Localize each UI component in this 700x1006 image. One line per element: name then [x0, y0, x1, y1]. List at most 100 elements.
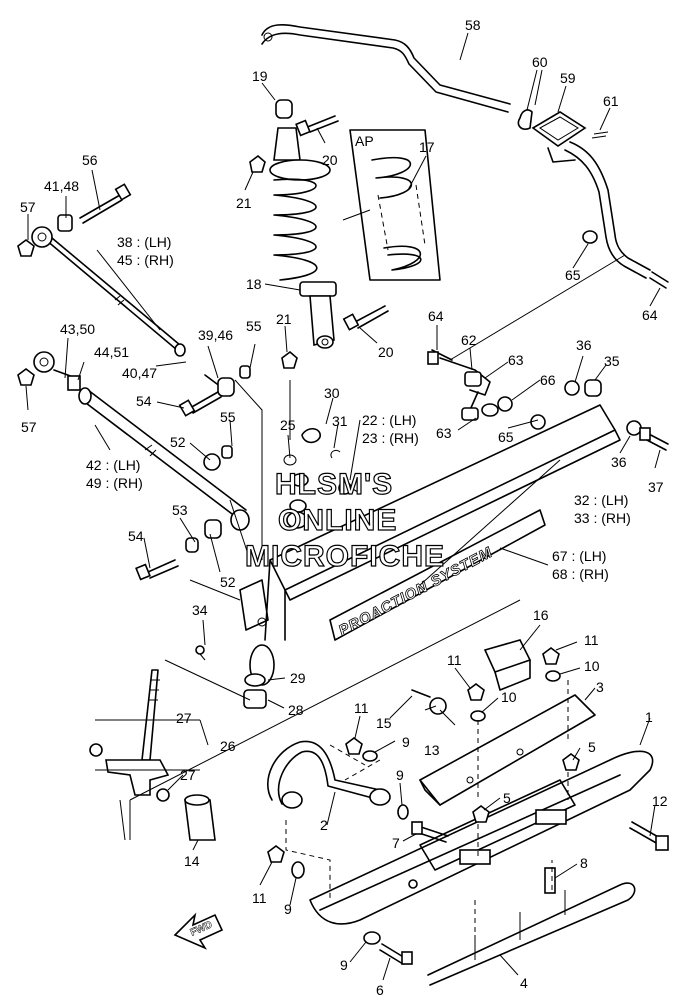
- label-35: 35: [604, 353, 620, 369]
- label-10a: 10: [584, 658, 600, 674]
- watermark-line-2: ONLINE: [278, 504, 397, 537]
- label-67: 67 : (LH): [552, 548, 606, 564]
- part-labels: 58 60 59 61 19 20 21 AP 17 18 21 20 64 6…: [20, 17, 668, 998]
- label-40-47: 40,47: [122, 365, 157, 381]
- label-17: 17: [419, 139, 435, 155]
- label-34: 34: [192, 602, 208, 618]
- lower-radius-rod: [17, 351, 251, 581]
- ski-handle: [267, 740, 391, 809]
- label-65a: 65: [565, 267, 581, 283]
- label-52b: 52: [220, 574, 236, 590]
- label-9c: 9: [284, 901, 292, 917]
- label-57b: 57: [21, 419, 37, 435]
- label-55a: 55: [246, 318, 262, 334]
- label-53: 53: [172, 502, 188, 518]
- label-37: 37: [648, 479, 664, 495]
- label-21b: 21: [276, 311, 292, 327]
- label-21a: 21: [236, 195, 252, 211]
- leader-lines: [25, 32, 661, 981]
- label-58: 58: [465, 17, 481, 33]
- reference-lines: [95, 254, 626, 900]
- label-25: 25: [280, 417, 296, 433]
- label-16: 16: [533, 607, 549, 623]
- label-20a: 20: [322, 152, 338, 168]
- label-6: 6: [376, 982, 384, 998]
- label-2: 2: [320, 817, 328, 833]
- suspension-arm: [195, 404, 621, 709]
- label-45: 45 : (RH): [117, 252, 174, 268]
- label-20b: 20: [378, 344, 394, 360]
- label-61: 61: [603, 93, 619, 109]
- label-63b: 63: [436, 425, 452, 441]
- label-ap: AP: [355, 133, 374, 149]
- bolts-shock: [249, 115, 389, 369]
- label-64b: 64: [642, 307, 658, 323]
- fwd-arrow-icon: FWD: [173, 912, 224, 950]
- label-1: 1: [645, 709, 653, 725]
- label-54b: 54: [128, 528, 144, 544]
- label-44-51: 44,51: [94, 344, 129, 360]
- bracket-59: [517, 109, 609, 163]
- label-22: 22 : (LH): [362, 412, 416, 428]
- label-11b: 11: [447, 652, 462, 668]
- label-59: 59: [560, 70, 576, 86]
- inset-ap-spring: [342, 129, 441, 281]
- label-11c: 11: [354, 700, 369, 716]
- upper-radius-rod: [17, 183, 186, 357]
- label-57a: 57: [20, 199, 36, 215]
- stabilizer-bar: [261, 23, 651, 279]
- label-27a: 27: [176, 710, 192, 726]
- label-39-46: 39,46: [198, 327, 233, 343]
- label-43-50: 43,50: [60, 321, 95, 337]
- ski: [309, 750, 654, 925]
- label-5b: 5: [503, 790, 511, 806]
- label-65b: 65: [498, 429, 514, 445]
- wear-bar: [427, 867, 636, 986]
- label-5a: 5: [588, 739, 596, 755]
- label-55b: 55: [220, 409, 236, 425]
- label-11a: 11: [584, 632, 599, 648]
- watermark-line-1: HLSM'S: [275, 468, 393, 501]
- shock-absorber: [269, 99, 337, 349]
- label-60: 60: [532, 54, 548, 70]
- label-49: 49 : (RH): [86, 475, 143, 491]
- watermark-line-3: MICROFICHE: [245, 540, 445, 573]
- label-66: 66: [540, 372, 556, 388]
- label-19: 19: [252, 68, 268, 84]
- label-38: 38 : (LH): [117, 234, 171, 250]
- label-26: 26: [220, 738, 236, 754]
- label-18: 18: [246, 276, 262, 292]
- label-42: 42 : (LH): [86, 457, 140, 473]
- label-31: 31: [332, 413, 348, 429]
- label-33: 33 : (RH): [574, 510, 631, 526]
- label-10b: 10: [501, 689, 517, 705]
- label-7: 7: [392, 835, 400, 851]
- label-15: 15: [376, 715, 392, 731]
- label-29: 29: [290, 670, 306, 686]
- label-9a: 9: [402, 734, 410, 750]
- label-56: 56: [82, 152, 98, 168]
- label-14: 14: [184, 853, 200, 869]
- label-68: 68 : (RH): [552, 566, 609, 582]
- watermark: HLSM'S ONLINE MICROFICHE: [244, 467, 445, 573]
- label-4: 4: [520, 975, 528, 991]
- label-36a: 36: [576, 337, 592, 353]
- label-12: 12: [652, 793, 668, 809]
- label-54a: 54: [136, 393, 152, 409]
- label-32: 32 : (LH): [574, 492, 628, 508]
- stabilizer-link: [427, 230, 669, 451]
- label-9d: 9: [340, 957, 348, 973]
- label-36b: 36: [611, 454, 627, 470]
- label-30: 30: [324, 385, 340, 401]
- label-8: 8: [580, 855, 588, 871]
- label-13: 13: [424, 742, 440, 758]
- steering-spindle: [89, 669, 216, 841]
- label-62: 62: [461, 332, 477, 348]
- label-63a: 63: [508, 352, 524, 368]
- label-28: 28: [288, 702, 304, 718]
- label-64a: 64: [428, 308, 444, 324]
- label-52a: 52: [170, 434, 186, 450]
- label-11d: 11: [252, 890, 267, 906]
